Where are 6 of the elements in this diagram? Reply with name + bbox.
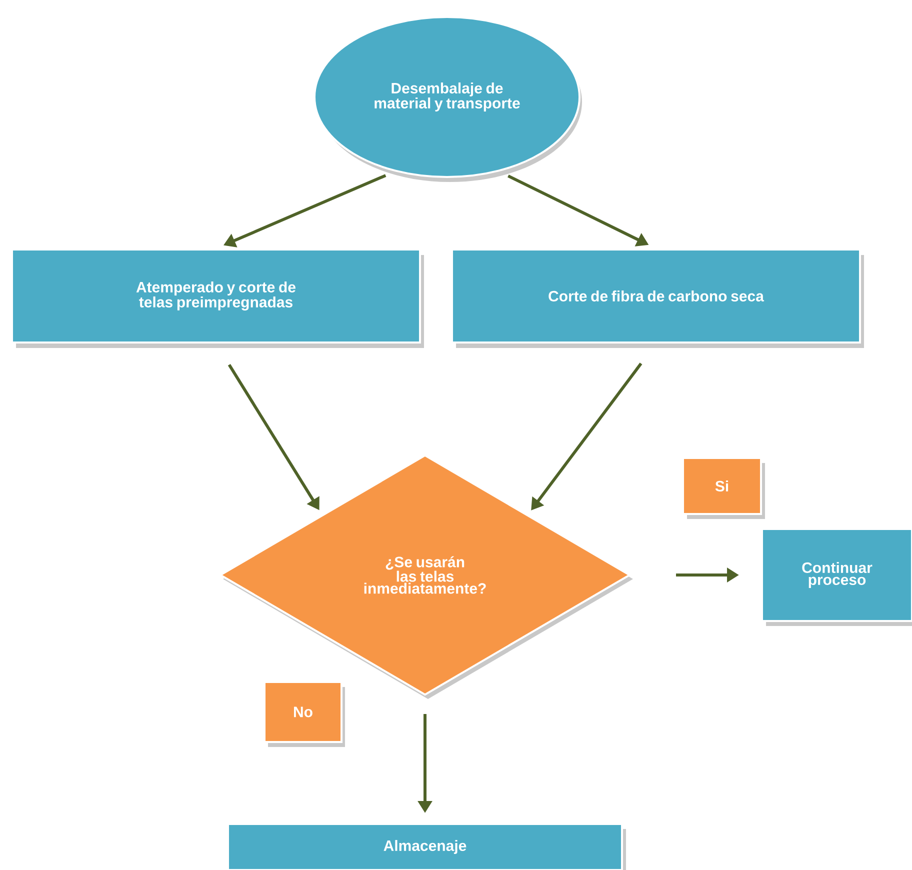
answer-tag: No bbox=[264, 681, 345, 747]
answer-tag: Si bbox=[682, 457, 765, 519]
process-box: Corte de fibra de carbono seca bbox=[451, 248, 864, 348]
process-box: Continuar proceso bbox=[761, 528, 912, 626]
process-box: Almacenaje bbox=[227, 823, 626, 870]
process-box: Atemperado y corte de telas preimpregnadas bbox=[11, 248, 424, 348]
